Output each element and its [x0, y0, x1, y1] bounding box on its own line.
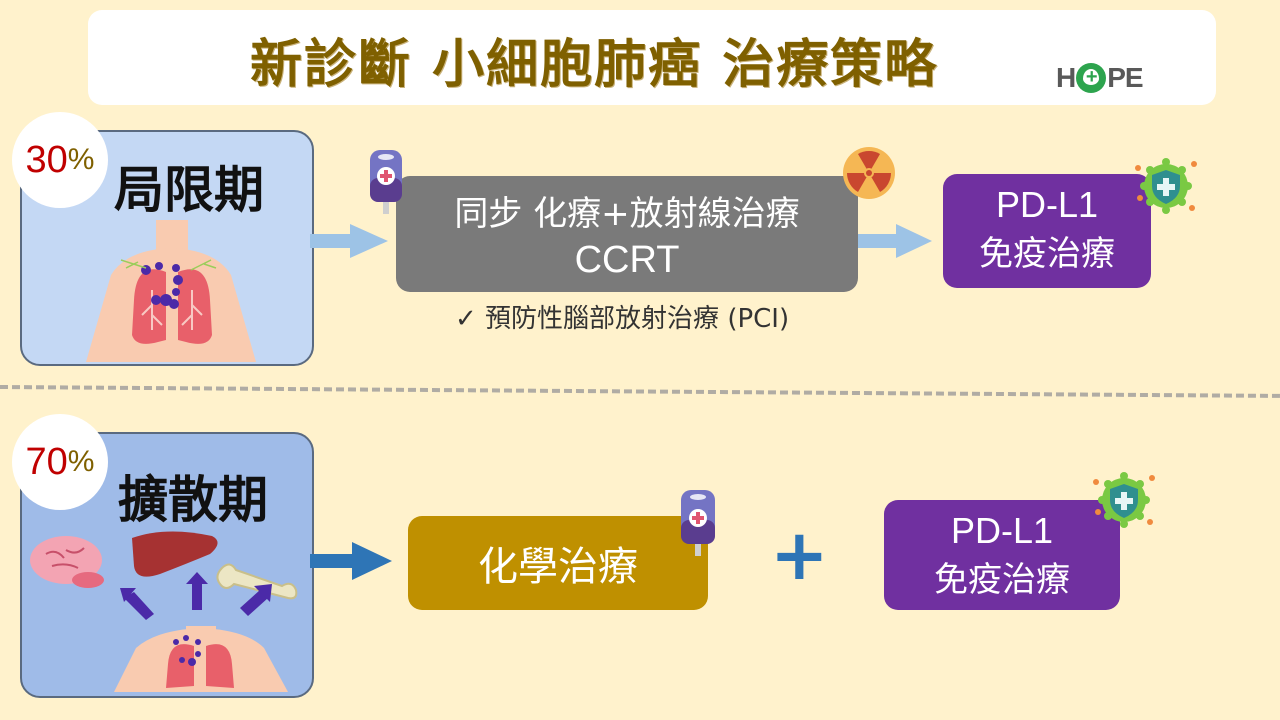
section-divider [0, 385, 1280, 398]
percent-sign: % [67, 445, 95, 478]
stage-label-extensive: 擴散期 [118, 471, 268, 529]
title-bar [88, 10, 1216, 105]
stage-label-limited: 局限期 [114, 161, 264, 219]
hope-logo: H PE [1056, 58, 1186, 98]
shield-virus-icon [1135, 158, 1197, 214]
metastasis-brain-liver-bone-illustration [30, 531, 298, 692]
percent-sign: % [67, 143, 95, 176]
arrow-right-icon [858, 224, 932, 258]
shield-virus-icon [1093, 472, 1155, 528]
plus-sign: + [770, 514, 829, 596]
percent-value: 70 [25, 440, 68, 483]
logo-text-pe: PE [1107, 62, 1143, 93]
pd-l1-line1: PD-L1 [950, 510, 1054, 551]
pd-l1-immunotherapy-box: PD-L1 免疫治療 [943, 174, 1151, 288]
pd-l1-line2: 免疫治療 [934, 560, 1070, 600]
pd-l1-immunotherapy-box: PD-L1 免疫治療 [884, 500, 1120, 610]
percent-value: 30 [25, 138, 68, 181]
ccrt-treatment-box: 同步 化療+放射線治療 CCRT [396, 176, 858, 292]
radiation-icon [843, 147, 895, 199]
iv-bag-icon [681, 490, 715, 556]
ccrt-line2: CCRT [574, 239, 680, 281]
lungs-lymph-node-illustration [86, 220, 256, 362]
pd-l1-line2: 免疫治療 [979, 234, 1115, 274]
pd-l1-line1: PD-L1 [995, 184, 1099, 225]
heart-plus-icon [1076, 63, 1107, 93]
chemo-label: 化學治療 [478, 544, 638, 590]
arrow-right-icon [310, 224, 388, 258]
percent-bubble-extensive: 70% [12, 414, 108, 510]
chemotherapy-box: 化學治療 [408, 516, 708, 610]
logo-text-h: H [1056, 62, 1076, 93]
page-title: 新診斷 小細胞肺癌 治療策略 [250, 35, 939, 95]
percent-bubble-limited: 30% [12, 112, 108, 208]
arrow-right-icon [310, 542, 392, 580]
ccrt-line1: 同步 化療+放射線治療 [454, 194, 800, 234]
pci-note: ✓ 預防性腦部放射治療 (PCI) [455, 304, 790, 334]
iv-bag-icon [370, 150, 402, 214]
